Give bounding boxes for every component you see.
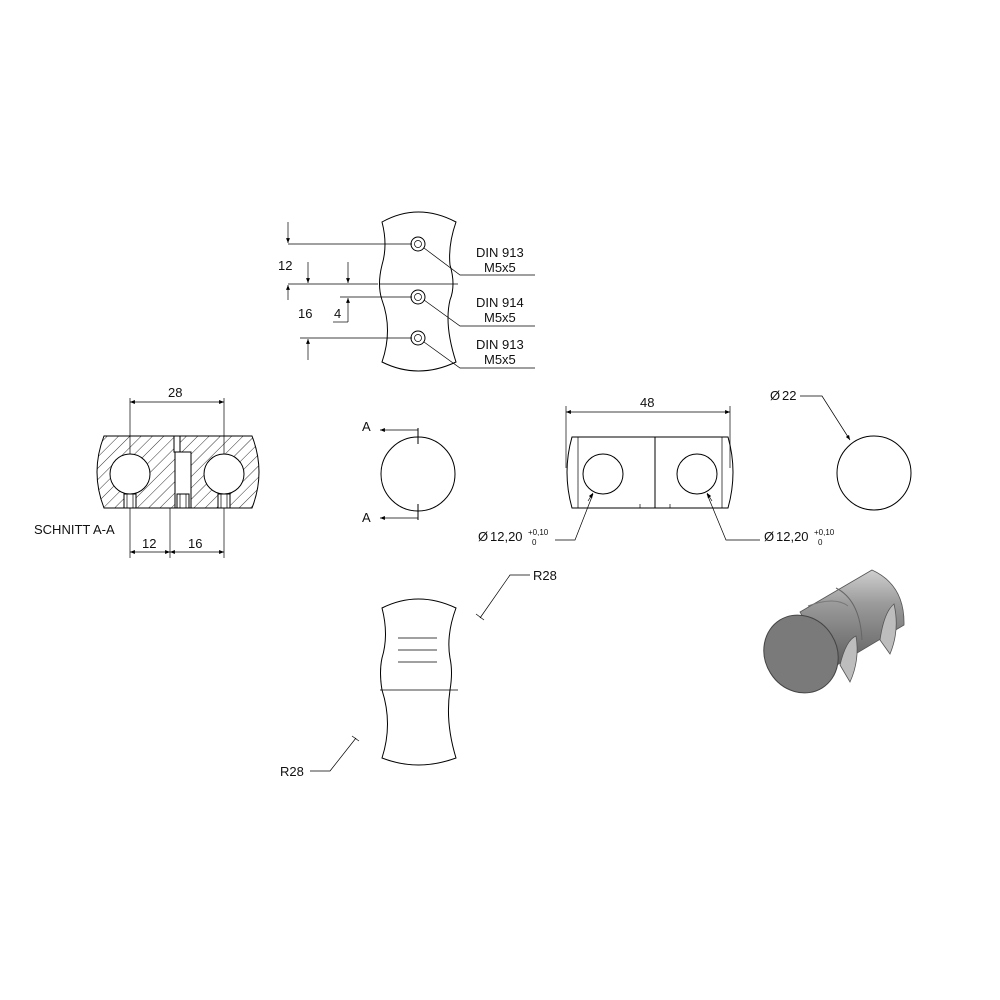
side-diameter-value: 22 <box>782 388 796 403</box>
model-split-groove <box>835 587 863 641</box>
hole-left-value: 12,20 <box>490 529 523 544</box>
hole-right-symbol: Ø <box>764 529 774 544</box>
model-slot-left <box>839 635 858 683</box>
model-end-face <box>763 614 839 694</box>
model-slot-right <box>879 603 897 655</box>
dim-16-vertical: 16 <box>298 306 312 321</box>
callout-2-line1: DIN 914 <box>476 295 524 310</box>
section-view: 28 12 16 SCHNITT A-A <box>34 385 260 558</box>
callout-3-line1: DIN 913 <box>476 337 524 352</box>
dim-12-horizontal: 12 <box>142 536 156 551</box>
section-label: SCHNITT A-A <box>34 522 115 537</box>
callout-1-line1: DIN 913 <box>476 245 524 260</box>
end-view: A A <box>362 419 456 525</box>
section-bore-left <box>109 453 151 495</box>
hole-left-tol-lower: 0 <box>532 538 537 547</box>
top-view-outline <box>379 211 457 372</box>
front-view: 48 Ø 12,20 +0,10 0 Ø 12,20 +0,10 0 <box>478 395 835 547</box>
radius-bottom-label: R28 <box>280 764 304 779</box>
bottom-view-outline <box>380 598 457 766</box>
cut-label-top: A <box>362 419 371 434</box>
hole-right-tol-lower: 0 <box>818 538 823 547</box>
leader-callout-3 <box>423 341 535 369</box>
side-diameter-symbol: Ø <box>770 388 780 403</box>
leader-hole-right <box>706 493 760 541</box>
leader-callout-1 <box>423 247 535 276</box>
callout-2-line2: M5x5 <box>484 310 516 325</box>
dim-48-length: 48 <box>640 395 654 410</box>
cut-label-bottom: A <box>362 510 371 525</box>
leader-hole-left <box>555 493 594 541</box>
leader-diameter-22 <box>800 395 851 441</box>
section-slot <box>173 435 181 453</box>
side-view-circle <box>836 435 912 511</box>
leader-radius-top <box>479 574 530 619</box>
end-view-circle <box>380 436 456 512</box>
callout-3-line2: M5x5 <box>484 352 516 367</box>
set-screw-right <box>217 493 231 509</box>
front-bore-right <box>676 453 718 495</box>
radius-top-label: R28 <box>533 568 557 583</box>
dim-16-horizontal: 16 <box>188 536 202 551</box>
top-view: 12 16 4 DIN 913 M5x5 DIN 914 M5x5 DIN 91… <box>278 211 535 372</box>
isometric-model <box>763 569 905 694</box>
bottom-view: R28 R28 <box>280 568 557 779</box>
dim-28-width: 28 <box>168 385 182 400</box>
hole-left-symbol: Ø <box>478 529 488 544</box>
section-bore-right <box>203 453 245 495</box>
leader-radius-bottom <box>310 737 357 772</box>
front-bore-left <box>582 453 624 495</box>
dim-4-vertical: 4 <box>334 306 341 321</box>
hole-left-tol-upper: +0,10 <box>528 528 549 537</box>
set-screw-center <box>176 493 190 509</box>
hole-right-value: 12,20 <box>776 529 809 544</box>
callout-1-line2: M5x5 <box>484 260 516 275</box>
side-view: Ø 22 <box>770 388 912 511</box>
set-screw-left <box>123 493 137 509</box>
dim-12-vertical: 12 <box>278 258 292 273</box>
hole-right-tol-upper: +0,10 <box>814 528 835 537</box>
leader-callout-2 <box>423 299 535 327</box>
